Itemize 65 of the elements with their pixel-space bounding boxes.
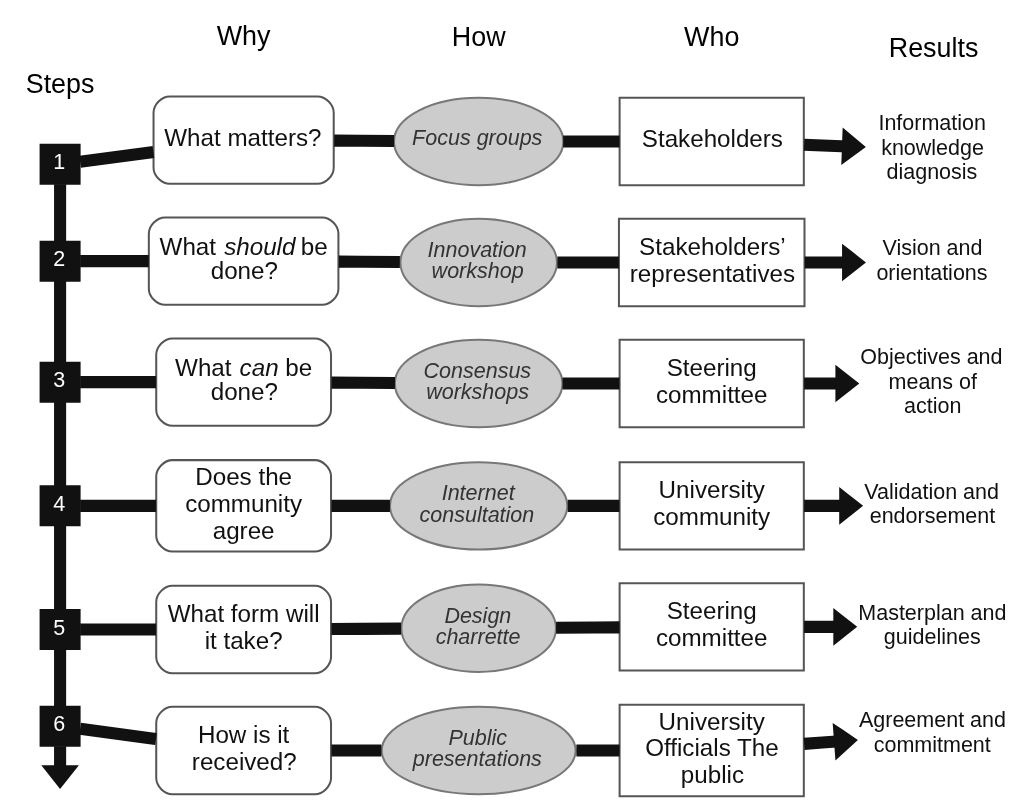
node-box: Does the community agree	[154, 459, 332, 553]
node-box: University Officials The public	[618, 703, 805, 798]
label: How	[451, 22, 506, 52]
node-box: 6	[39, 705, 81, 747]
connector	[53, 649, 66, 707]
connector	[79, 255, 149, 268]
node-box: How is it received?	[154, 705, 332, 796]
node-box: Stakeholders’ representatives	[617, 217, 805, 308]
connector	[78, 146, 154, 168]
connector	[555, 621, 620, 634]
arrow	[40, 746, 79, 790]
node-box: 2	[39, 240, 81, 282]
connector	[53, 525, 66, 610]
label: Results	[888, 32, 978, 63]
connector	[78, 722, 157, 745]
connector	[79, 499, 156, 512]
connector	[575, 744, 620, 757]
label: Why	[216, 20, 270, 51]
node-box: Stakeholders	[618, 96, 805, 187]
node-box: 3	[39, 361, 81, 403]
arrow	[803, 364, 859, 403]
node-box: 4	[39, 485, 81, 527]
connector	[331, 744, 381, 757]
connector	[53, 402, 66, 487]
connector	[330, 376, 395, 390]
node-box: What should be done?	[147, 216, 339, 306]
node-box: Steering committee	[618, 582, 805, 672]
arrow	[803, 487, 863, 525]
node-ellipse: Public presentations	[380, 705, 577, 796]
node-ellipse: Design charrette	[399, 583, 557, 673]
node-box: Steering committee	[618, 338, 805, 429]
arrow	[804, 243, 866, 282]
node-ellipse: Consensus workshops	[393, 338, 563, 429]
node-ellipse: Innovation workshop	[398, 217, 558, 308]
label: Steps	[25, 69, 94, 100]
node-text: Objectives and means of action	[859, 345, 1003, 418]
connector	[79, 376, 156, 389]
connector	[331, 499, 390, 512]
connector	[338, 255, 400, 269]
node-box: 1	[39, 143, 81, 185]
node-box: University community	[618, 461, 805, 551]
node-box: What can be done?	[154, 337, 332, 427]
connector	[333, 134, 394, 148]
label: Who	[683, 22, 739, 52]
arrow	[803, 127, 866, 165]
node-text: Validation and endorsement	[863, 479, 999, 529]
arrow	[803, 608, 857, 646]
node-box: What matters?	[152, 95, 335, 185]
node-text: Masterplan and guidelines	[857, 600, 1006, 650]
node-text: Agreement and commitment	[858, 708, 1006, 757]
connector	[556, 256, 619, 269]
connector	[562, 377, 619, 390]
connector	[53, 280, 66, 363]
connector	[567, 499, 619, 512]
node-box: What form will it take?	[154, 584, 332, 675]
node-ellipse: Internet consultation	[388, 461, 568, 551]
node-ellipse: Focus groups	[392, 96, 564, 187]
connector	[330, 622, 401, 636]
connector	[79, 623, 156, 636]
connector	[53, 184, 66, 242]
node-text: Information knowledge diagnosis	[877, 111, 986, 184]
connector	[562, 135, 620, 148]
node-text: Vision and orientations	[875, 236, 988, 285]
arrow	[803, 722, 858, 761]
node-box: 5	[39, 609, 81, 651]
